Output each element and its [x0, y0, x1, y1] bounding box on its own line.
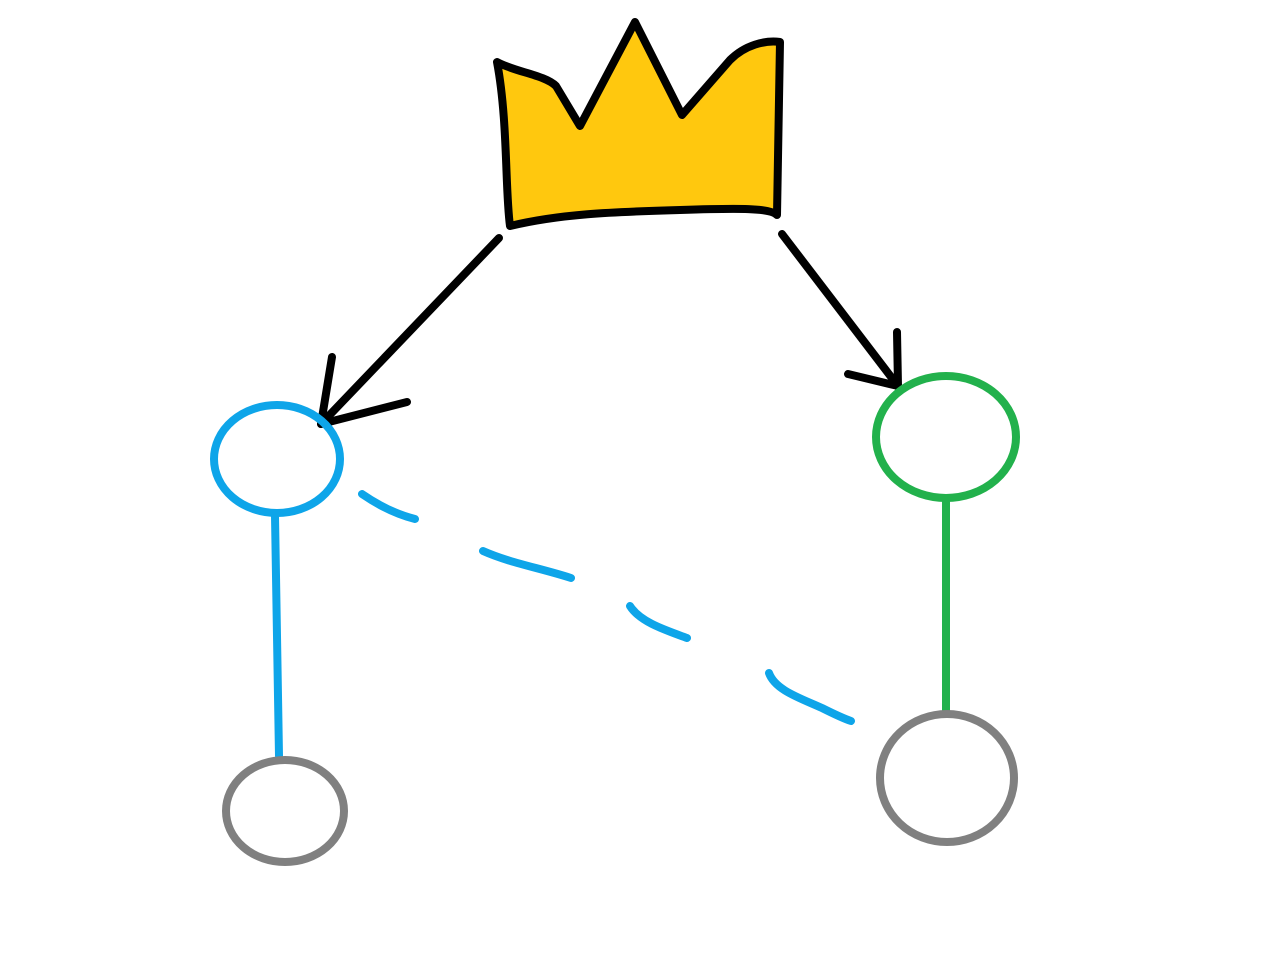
- arrow-shaft-right: [778, 230, 902, 390]
- arrow-shaft-left: [317, 234, 503, 428]
- dash-4: [765, 669, 855, 725]
- crown-shape: [493, 18, 784, 230]
- arrow-to-blue-node: [317, 234, 503, 428]
- node-gray-bottom-right: [876, 710, 1018, 846]
- arrow-head-right: [844, 328, 902, 390]
- edge-dashed-blue-to-gray-right: [358, 490, 855, 725]
- dash-1: [358, 490, 419, 523]
- node-blue-top: [210, 401, 344, 517]
- crown-icon: [493, 18, 784, 230]
- arrow-to-green-node: [778, 230, 902, 390]
- node-green-top: [872, 372, 1020, 502]
- node-gray-bottom-left: [222, 756, 348, 866]
- dash-2: [479, 547, 575, 582]
- edge-blue-to-gray-left: [271, 512, 283, 760]
- dash-3: [626, 602, 691, 642]
